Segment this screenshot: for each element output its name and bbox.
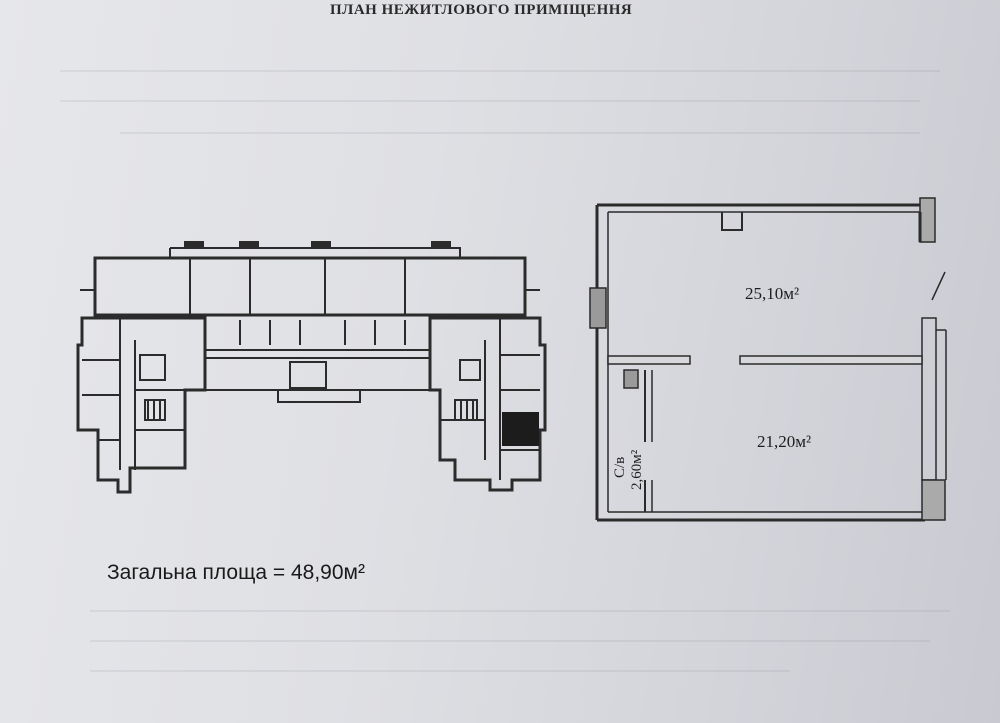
storage-area-label: 2,60м²: [629, 449, 645, 490]
building-floor-plan: [76, 241, 547, 494]
room-upper-area-label: 25,10м²: [745, 284, 800, 303]
room-lower-area-label: 21,20м²: [757, 432, 812, 451]
bleed-through-line: [90, 610, 950, 612]
bleed-through-line: [120, 132, 920, 134]
bleed-through-line: [90, 670, 790, 672]
storage-label: С/в: [612, 456, 628, 478]
bleed-through-line: [60, 100, 920, 102]
unit-floor-plan: [589, 197, 947, 522]
bleed-through-line: [90, 640, 930, 642]
highlighted-unit-marker: [502, 412, 539, 446]
bleed-through-line: [60, 70, 940, 72]
document-title: ПЛАН НЕЖИТЛОВОГО ПРИМІЩЕННЯ: [330, 2, 633, 18]
total-area-label: Загальна площа = 48,90м²: [107, 561, 365, 584]
